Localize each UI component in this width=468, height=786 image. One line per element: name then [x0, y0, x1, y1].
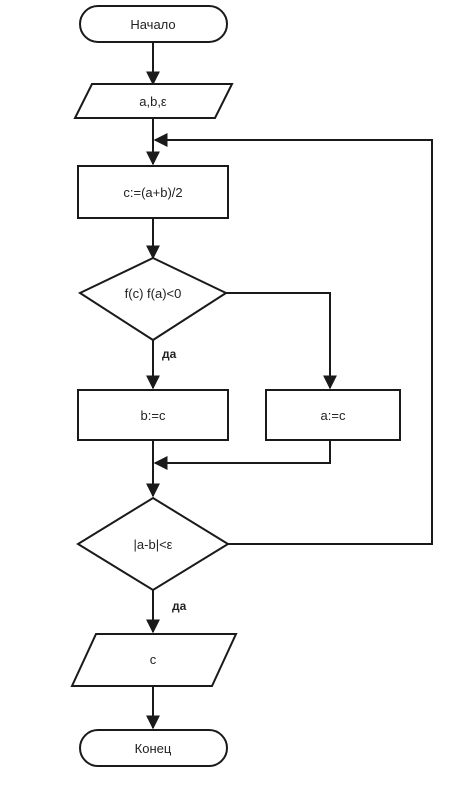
yes-label-precision-condition: да — [172, 599, 187, 613]
assign-a-process — [265, 389, 401, 441]
sign-condition-decision — [77, 256, 229, 342]
end-label: Конец — [135, 741, 172, 756]
precision-condition-label: |a-b|<ε — [134, 537, 173, 552]
start-terminator — [79, 5, 228, 43]
output-label: c — [150, 652, 157, 667]
connector-no-to-assign-a — [226, 292, 337, 390]
sign-condition-label: f(c) f(a)<0 — [125, 286, 182, 301]
output-parallelogram — [70, 633, 238, 687]
assign-b-process — [77, 389, 229, 441]
start-label: Начало — [130, 17, 175, 32]
midpoint-process — [77, 165, 229, 219]
midpoint-label: c:=(a+b)/2 — [123, 185, 182, 200]
precision-condition-decision — [76, 496, 230, 592]
yes-label-sign-condition: да — [162, 347, 177, 361]
assign-b-label: b:=c — [141, 408, 166, 423]
end-terminator — [79, 729, 228, 767]
loop-back-connector — [153, 133, 433, 545]
assign-a-label: a:=c — [321, 408, 346, 423]
input-label: a,b,ε — [139, 94, 167, 109]
connector-assign-a-to-merge — [153, 440, 331, 470]
input-parallelogram — [73, 83, 234, 119]
